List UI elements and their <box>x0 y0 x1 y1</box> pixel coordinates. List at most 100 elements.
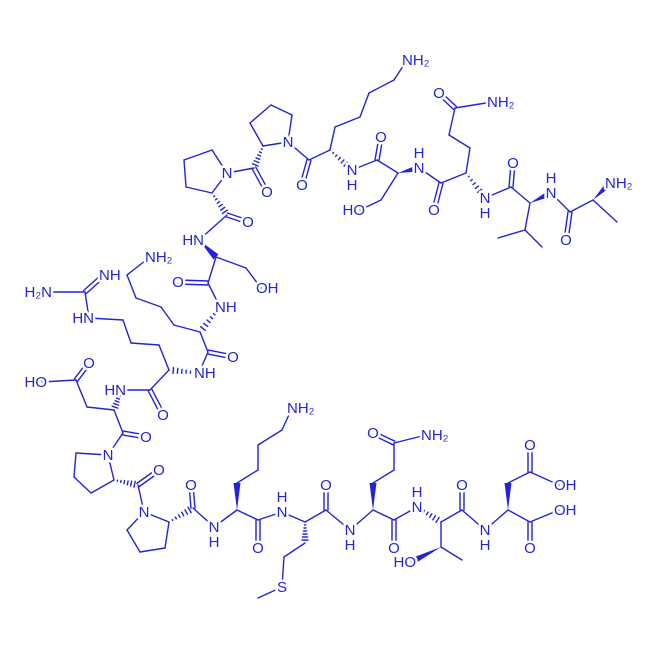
hydrogen-label: H <box>277 489 288 506</box>
amine-label: NH₂ <box>605 175 633 192</box>
wedge-bond <box>409 547 441 566</box>
amine-label: NH₂ <box>421 427 449 444</box>
hashed-bond <box>419 508 440 524</box>
hash-stroke <box>425 511 429 516</box>
single-bond <box>465 147 471 174</box>
hydrogen-label: H <box>546 170 557 187</box>
hydroxyl-label: HO <box>343 202 366 219</box>
hydroxyl-label: HO <box>25 374 48 391</box>
oxygen-label: O <box>428 202 440 219</box>
single-bond <box>183 159 187 188</box>
single-bond <box>359 92 370 118</box>
single-bond <box>257 511 283 521</box>
hash-stroke <box>219 206 226 211</box>
hash-stroke <box>171 518 174 522</box>
single-bond <box>143 511 170 523</box>
single-bond <box>199 331 209 353</box>
wedge-bond <box>233 483 241 510</box>
hashed-bond <box>172 366 196 375</box>
single-bond <box>158 344 170 371</box>
hash-stroke <box>203 322 209 328</box>
oxygen-label: O <box>433 85 445 102</box>
nitrogen-label: N <box>222 165 233 182</box>
single-bond <box>529 471 560 486</box>
single-bond <box>448 107 456 136</box>
single-bond <box>372 509 395 521</box>
single-bond <box>245 267 262 289</box>
hydrogen-label: H <box>209 534 220 551</box>
double-bond <box>226 212 250 221</box>
amine-label: NH₂ <box>145 249 173 266</box>
single-bond <box>440 172 467 184</box>
double-bond <box>188 484 192 509</box>
single-bond <box>149 369 170 391</box>
nitrogen-label: N <box>480 522 491 539</box>
hash-stroke <box>258 151 263 154</box>
hash-stroke <box>432 514 437 521</box>
single-bond <box>257 429 283 446</box>
oxygen-label: O <box>456 477 468 494</box>
nitrogen-label: N <box>139 504 150 521</box>
single-bond <box>334 116 361 128</box>
single-bond <box>236 469 259 484</box>
hash-stroke <box>129 480 133 487</box>
single-bond <box>249 122 264 147</box>
single-bond <box>135 297 162 308</box>
atom-labels: NH₂ONONOHNOHONHNH₂ONHHNNHH₂NOHNOHOONONON… <box>22 50 635 599</box>
single-bond <box>213 509 238 528</box>
single-bond <box>484 509 509 531</box>
hash-stroke <box>184 509 189 515</box>
single-bond <box>461 509 486 531</box>
hash-stroke <box>123 479 126 485</box>
hash-stroke <box>126 480 129 486</box>
single-bond <box>88 317 124 321</box>
nitrogen-label: N <box>209 519 220 536</box>
single-bond <box>592 199 618 223</box>
hashed-bond <box>199 309 219 332</box>
hydrogen-label: H <box>412 484 423 501</box>
nitrogen-label: N <box>283 134 294 151</box>
hash-stroke <box>172 366 175 375</box>
hash-stroke <box>435 516 440 524</box>
oxygen-label: O <box>296 177 308 194</box>
double-bond <box>177 283 209 286</box>
wedge-bond <box>504 483 512 510</box>
double-bond <box>303 159 312 187</box>
amine-label: NH₂ <box>487 94 515 111</box>
sulfur-label: S <box>277 579 287 596</box>
oxygen-label: O <box>83 355 95 372</box>
double-bond <box>192 484 196 509</box>
hash-stroke <box>253 160 260 164</box>
single-bond <box>448 134 471 149</box>
hash-stroke <box>257 154 262 157</box>
hash-stroke <box>114 400 120 403</box>
single-bond <box>329 126 336 151</box>
hash-stroke <box>213 195 216 198</box>
hash-stroke <box>332 151 335 154</box>
single-bond <box>211 149 228 174</box>
single-bond <box>215 256 247 269</box>
double-bond <box>439 90 458 108</box>
double-bond <box>225 216 249 225</box>
hashed-bond <box>213 195 229 215</box>
hashed-bond <box>171 506 192 522</box>
nitrogen-label: N <box>414 160 425 177</box>
single-bond <box>550 192 571 213</box>
hashed-bond <box>301 524 309 541</box>
single-bond <box>359 199 382 211</box>
hydrogen-label: H <box>347 177 358 194</box>
single-bond <box>372 469 395 484</box>
oxygen-label: O <box>185 477 197 494</box>
single-bond <box>569 199 594 213</box>
hash-stroke <box>255 157 261 161</box>
hash-stroke <box>221 209 229 215</box>
hash-stroke <box>177 514 181 518</box>
single-bond <box>270 104 293 116</box>
single-bond <box>226 167 255 174</box>
single-bond <box>325 509 351 531</box>
oxygen-label: O <box>140 429 152 446</box>
double-bond <box>82 272 104 292</box>
hash-stroke <box>117 394 121 397</box>
hash-stroke <box>212 312 216 316</box>
single-bond <box>207 256 217 284</box>
